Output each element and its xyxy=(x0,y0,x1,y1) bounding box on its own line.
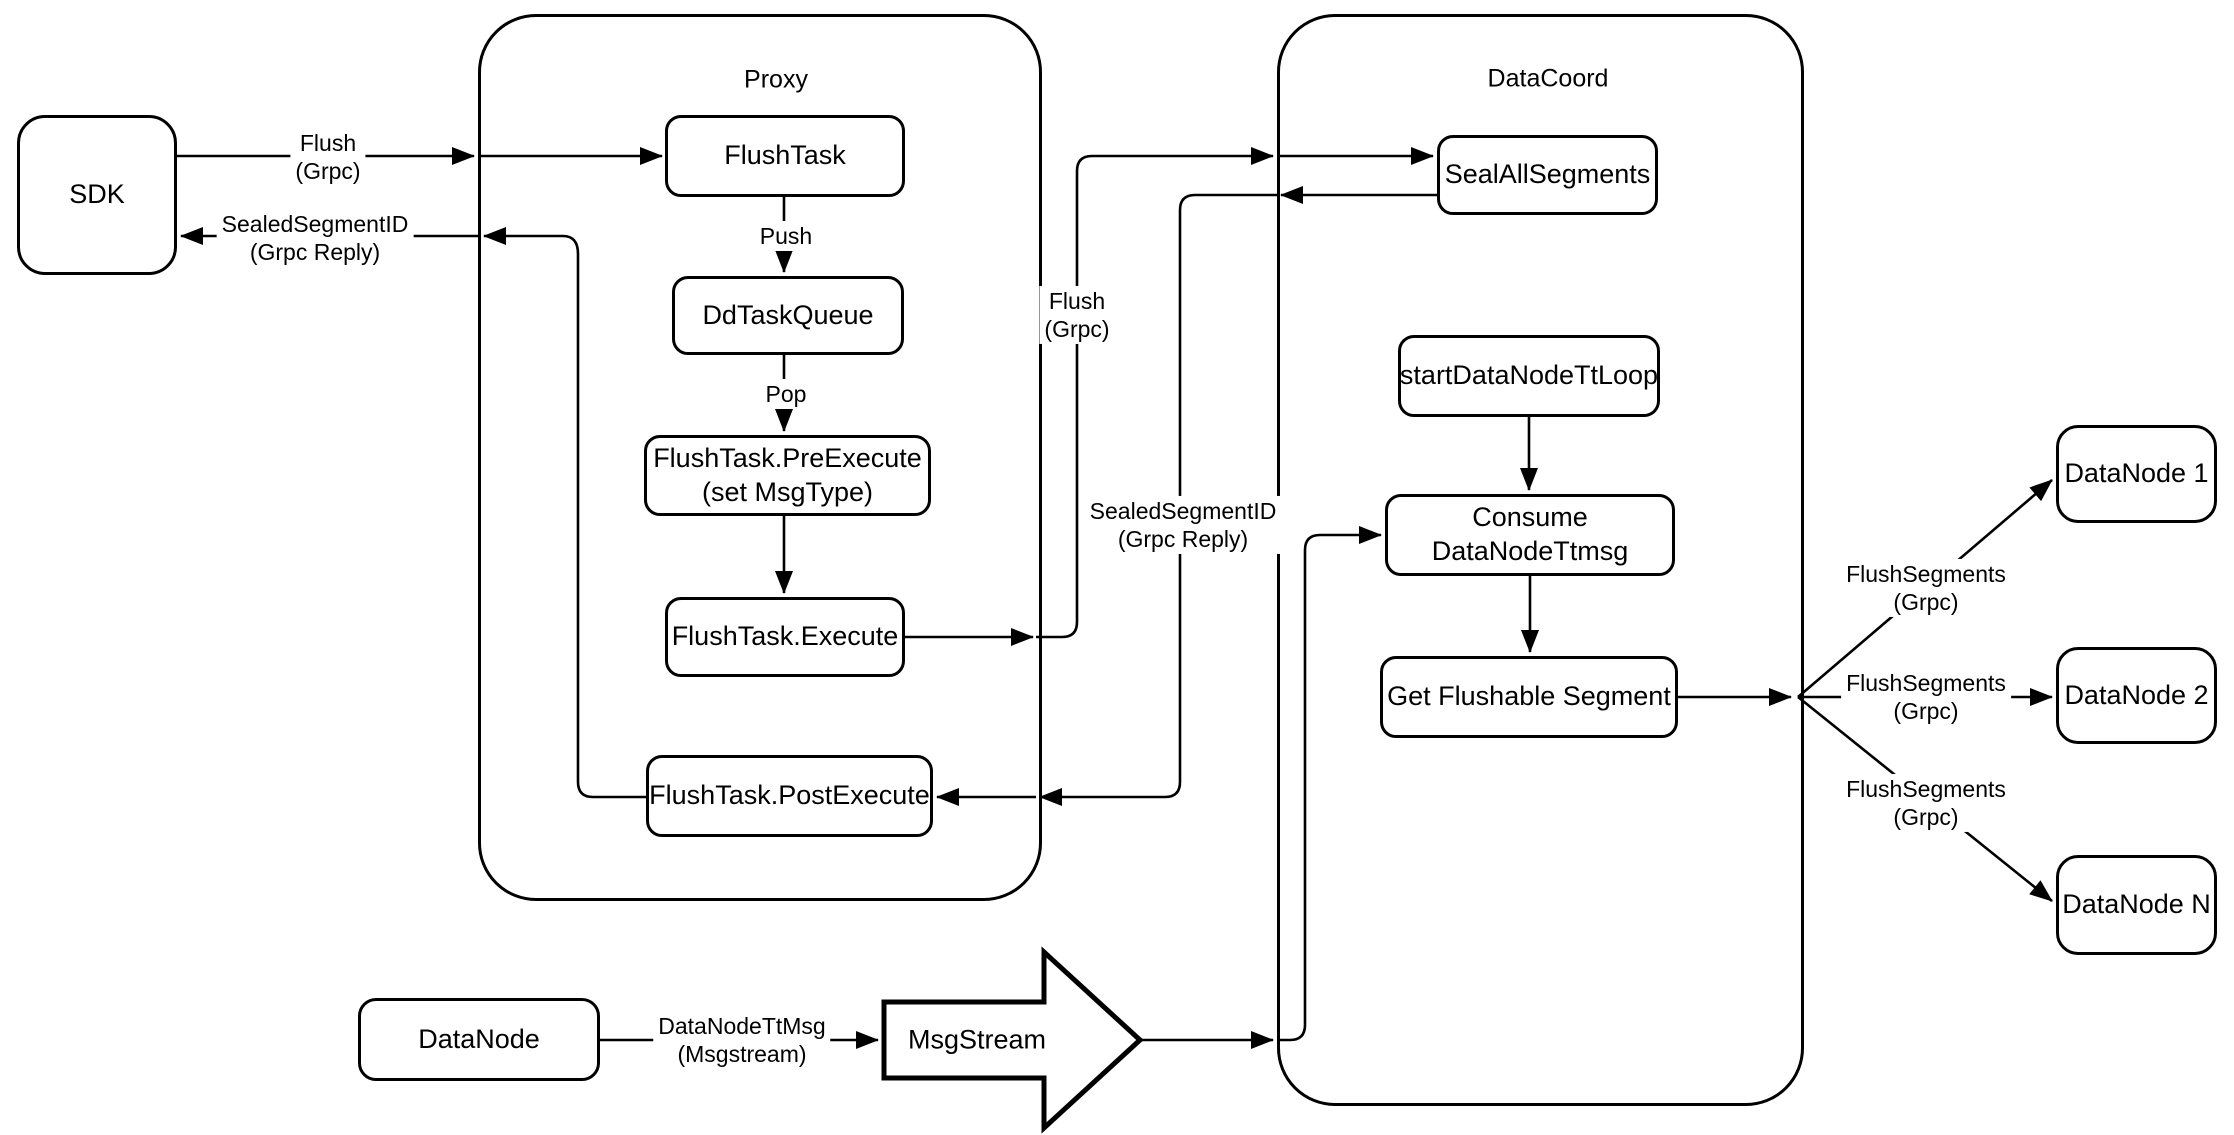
edge-msgstream-coord-b xyxy=(1277,526,1382,1042)
node-flush-task: FlushTask xyxy=(665,115,905,197)
edge-reply-sdk-a xyxy=(483,227,646,799)
node-sdk-label: SDK xyxy=(69,179,125,210)
msgstream-label: MsgStream xyxy=(907,1024,1047,1055)
edge-label-push: Push xyxy=(754,220,818,252)
node-dd-task-queue-label: DdTaskQueue xyxy=(702,299,874,330)
edge-label-flush-segments-3-line1: FlushSegments xyxy=(1846,775,2006,802)
edge-label-sealed-sdk-line1: SealedSegmentID xyxy=(221,210,409,237)
edge-label-flush-segments-2: FlushSegments (Grpc) xyxy=(1841,667,2011,727)
node-data-node-bottom-label: DataNode xyxy=(418,1023,540,1054)
node-data-node-1: DataNode 1 xyxy=(2056,425,2217,523)
node-pre-execute: FlushTask.PreExecute (set MsgType) xyxy=(644,435,931,516)
edge-label-sealed-proxy-line2: (Grpc Reply) xyxy=(1117,526,1249,552)
edge-label-flush-datacoord-line2: (Grpc) xyxy=(1044,316,1110,342)
edge-label-datanode-tt-msg: DataNodeTtMsg (Msgstream) xyxy=(653,1010,831,1070)
edge-label-flush-datacoord: Flush (Grpc) xyxy=(1039,285,1115,345)
edge-label-sealed-proxy: SealedSegmentID (Grpc Reply) xyxy=(1084,495,1282,555)
edge-label-sealed-sdk-line2: (Grpc Reply) xyxy=(249,239,381,265)
edge-label-sealed-sdk: SealedSegmentID (Grpc Reply) xyxy=(216,208,414,268)
node-data-node-2: DataNode 2 xyxy=(2056,647,2217,744)
node-pre-execute-line1: FlushTask.PreExecute xyxy=(653,442,922,473)
container-datacoord xyxy=(1277,14,1804,1106)
edge-label-flush-segments-1: FlushSegments (Grpc) xyxy=(1841,558,2011,618)
node-flush-task-label: FlushTask xyxy=(724,140,846,171)
edge-label-datanode-tt-msg-line1: DataNodeTtMsg xyxy=(658,1012,826,1039)
node-pre-execute-line2: (set MsgType) xyxy=(701,476,874,507)
container-proxy-label: Proxy xyxy=(744,65,808,94)
node-execute-label: FlushTask.Execute xyxy=(671,621,899,652)
edge-label-pop-text: Pop xyxy=(765,380,807,407)
edge-label-flush-segments-3-line2: (Grpc) xyxy=(1893,804,1959,830)
node-data-node-1-label: DataNode 1 xyxy=(2064,458,2209,489)
edge-label-flush-segments-2-line2: (Grpc) xyxy=(1893,698,1959,724)
node-sdk: SDK xyxy=(17,115,177,275)
edge-label-pop: Pop xyxy=(760,378,812,410)
edge-label-flush-sdk-line2: (Grpc) xyxy=(295,158,361,184)
edge-label-flush-segments-2-line1: FlushSegments xyxy=(1846,669,2006,696)
container-datacoord-label: DataCoord xyxy=(1487,64,1609,93)
edge-label-flush-segments-1-line1: FlushSegments xyxy=(1846,560,2006,587)
node-consume-data-node-ttmsg: Consume DataNodeTtmsg xyxy=(1385,494,1675,576)
node-dd-task-queue: DdTaskQueue xyxy=(672,276,904,355)
edge-label-flush-segments-1-line2: (Grpc) xyxy=(1893,589,1959,615)
node-get-flushable-segment-label: Get Flushable Segment xyxy=(1387,681,1671,712)
node-data-node-bottom: DataNode xyxy=(358,998,600,1081)
node-execute: FlushTask.Execute xyxy=(665,597,905,677)
msgstream-arrow-shape xyxy=(881,946,1144,1134)
edge-exec-seal-b xyxy=(1036,147,1274,639)
node-start-data-node-tt-loop-label: startDataNodeTtLoop xyxy=(1399,360,1659,391)
node-seal-all-segments-label: SealAllSegments xyxy=(1444,159,1651,190)
node-start-data-node-tt-loop: startDataNodeTtLoop xyxy=(1398,335,1660,417)
edge-label-sealed-proxy-line1: SealedSegmentID xyxy=(1089,497,1277,524)
container-proxy xyxy=(478,14,1042,901)
node-data-node-n: DataNode N xyxy=(2056,855,2217,955)
node-post-execute-label: FlushTask.PostExecute xyxy=(649,780,930,811)
node-get-flushable-segment: Get Flushable Segment xyxy=(1380,656,1678,738)
node-data-node-n-label: DataNode N xyxy=(2062,889,2211,920)
edge-label-datanode-tt-msg-line2: (Msgstream) xyxy=(677,1041,807,1067)
edge-label-flush-segments-3: FlushSegments (Grpc) xyxy=(1841,773,2011,833)
edge-label-flush-datacoord-line1: Flush xyxy=(1048,287,1106,314)
edge-label-flush-sdk-line1: Flush xyxy=(299,129,357,156)
node-data-node-2-label: DataNode 2 xyxy=(2064,679,2209,710)
node-seal-all-segments: SealAllSegments xyxy=(1437,135,1658,215)
node-consume-data-node-ttmsg-label: Consume DataNodeTtmsg xyxy=(1431,502,1629,566)
edge-label-flush-sdk: Flush (Grpc) xyxy=(290,127,366,187)
node-post-execute: FlushTask.PostExecute xyxy=(646,755,933,837)
edge-label-push-text: Push xyxy=(759,222,813,249)
